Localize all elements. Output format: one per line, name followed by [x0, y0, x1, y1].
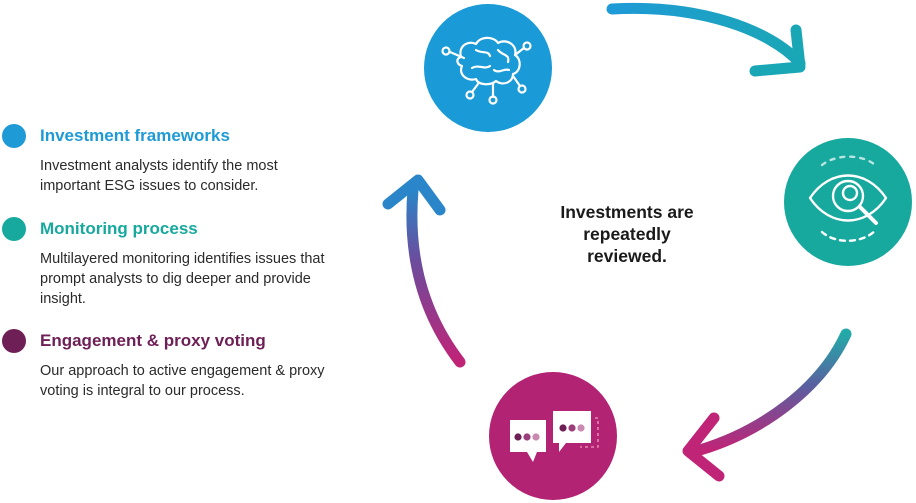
investment-frameworks-dot-icon [2, 124, 26, 148]
cycle-arrow-right [682, 328, 852, 482]
cycle-center-caption: Investments are repeatedly reviewed. [560, 202, 694, 266]
legend-title: Engagement & proxy voting [40, 331, 266, 350]
monitoring-process-dot-icon [2, 217, 26, 241]
legend-title: Monitoring process [40, 219, 198, 238]
chat-bubbles-icon [489, 372, 617, 500]
legend-description: Multilayered monitoring identifies issue… [40, 251, 325, 307]
cycle-arrow-top [606, 2, 806, 77]
legend-description: Our approach to active engagement & prox… [40, 363, 325, 399]
legend-description: Investment analysts identify the most im… [40, 158, 278, 194]
eye-magnifier-icon [784, 138, 912, 266]
engagement-dot-icon [2, 329, 26, 353]
cycle-arrow-left [382, 174, 466, 368]
brain-network-icon [424, 4, 552, 132]
legend-title: Investment frameworks [40, 126, 230, 145]
